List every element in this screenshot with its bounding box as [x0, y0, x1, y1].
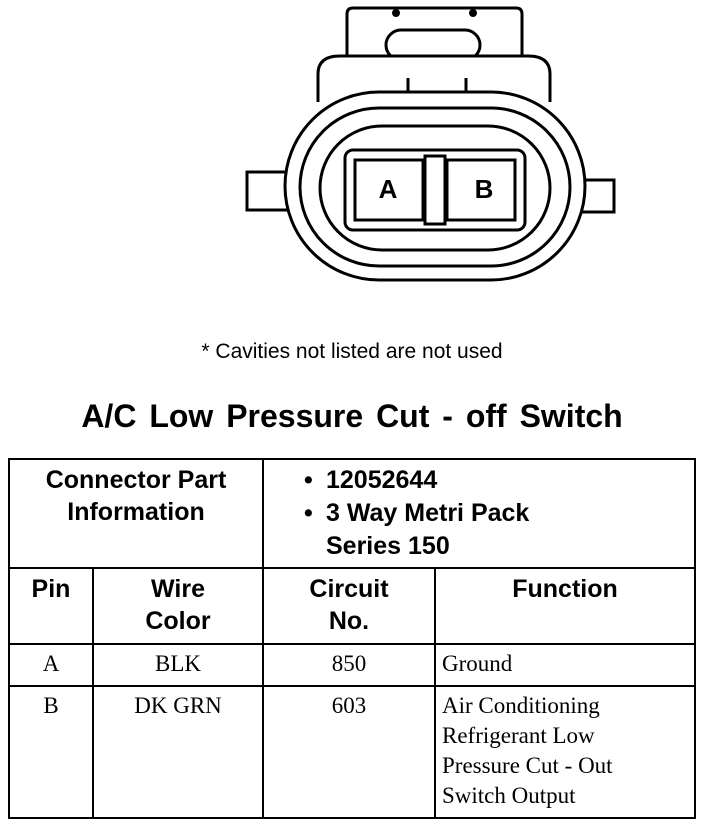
- function-cell: Air Conditioning Refrigerant Low Pressur…: [434, 685, 696, 819]
- function-line: Switch Output: [442, 783, 576, 808]
- function-line: Ground: [442, 651, 513, 676]
- header-pin: Pin: [8, 567, 94, 645]
- lock-dot: [392, 9, 400, 17]
- lock-collar: [316, 54, 552, 102]
- circuit-cell: 850: [262, 643, 436, 687]
- connector-info-label-line1: Connector Part: [45, 466, 227, 494]
- connector-info-label: Connector Part Information: [8, 458, 264, 569]
- function-line: Pressure Cut - Out: [442, 753, 613, 778]
- header-circuit-line2: No.: [328, 607, 370, 635]
- function-cell: Ground: [434, 643, 696, 687]
- header-function: Function: [434, 567, 696, 645]
- pinout-table: Connector Part Information •12052644 •3 …: [8, 458, 696, 819]
- connector-info-row: Connector Part Information •12052644 •3 …: [8, 458, 696, 569]
- series-line2: Series 150: [326, 532, 450, 560]
- connector-info-label-line2: Information: [67, 498, 205, 526]
- header-row: Pin Wire Color Circuit No. Function: [8, 567, 696, 645]
- pin-cell: B: [8, 685, 94, 819]
- header-wire-color-line2: Color: [145, 607, 211, 635]
- table-row: A BLK 850 Ground: [8, 643, 696, 687]
- header-wire-color: Wire Color: [92, 567, 264, 645]
- wire-color-cell: DK GRN: [92, 685, 264, 819]
- diagram-title: A/C Low Pressure Cut - off Switch: [81, 398, 623, 434]
- cavity-label-a: A: [379, 174, 398, 204]
- circuit-cell: 603: [262, 685, 436, 819]
- wire-color-cell: BLK: [92, 643, 264, 687]
- part-number-item: •12052644: [304, 466, 438, 494]
- header-pin-text: Pin: [31, 575, 71, 603]
- header-circuit: Circuit No.: [262, 567, 436, 645]
- header-wire-color-line1: Wire: [151, 575, 205, 603]
- unused-cavities-note: * Cavities not listed are not used: [201, 340, 503, 363]
- connector-diagram: A B: [245, 6, 616, 282]
- series-line1: 3 Way Metri Pack: [326, 499, 530, 527]
- table-row: B DK GRN 603 Air Conditioning Refrigeran…: [8, 685, 696, 819]
- header-function-text: Function: [512, 575, 618, 603]
- function-line: Refrigerant Low: [442, 723, 595, 748]
- cavity-label-b: B: [475, 174, 494, 204]
- cavity-divider: [423, 154, 447, 226]
- function-line: Air Conditioning: [442, 693, 600, 718]
- header-circuit-line1: Circuit: [309, 575, 389, 603]
- cavity-a: [353, 158, 425, 222]
- part-number: 12052644: [326, 466, 438, 494]
- pin-cell: A: [8, 643, 94, 687]
- cavity-b: [445, 158, 517, 222]
- lock-dot: [469, 9, 477, 17]
